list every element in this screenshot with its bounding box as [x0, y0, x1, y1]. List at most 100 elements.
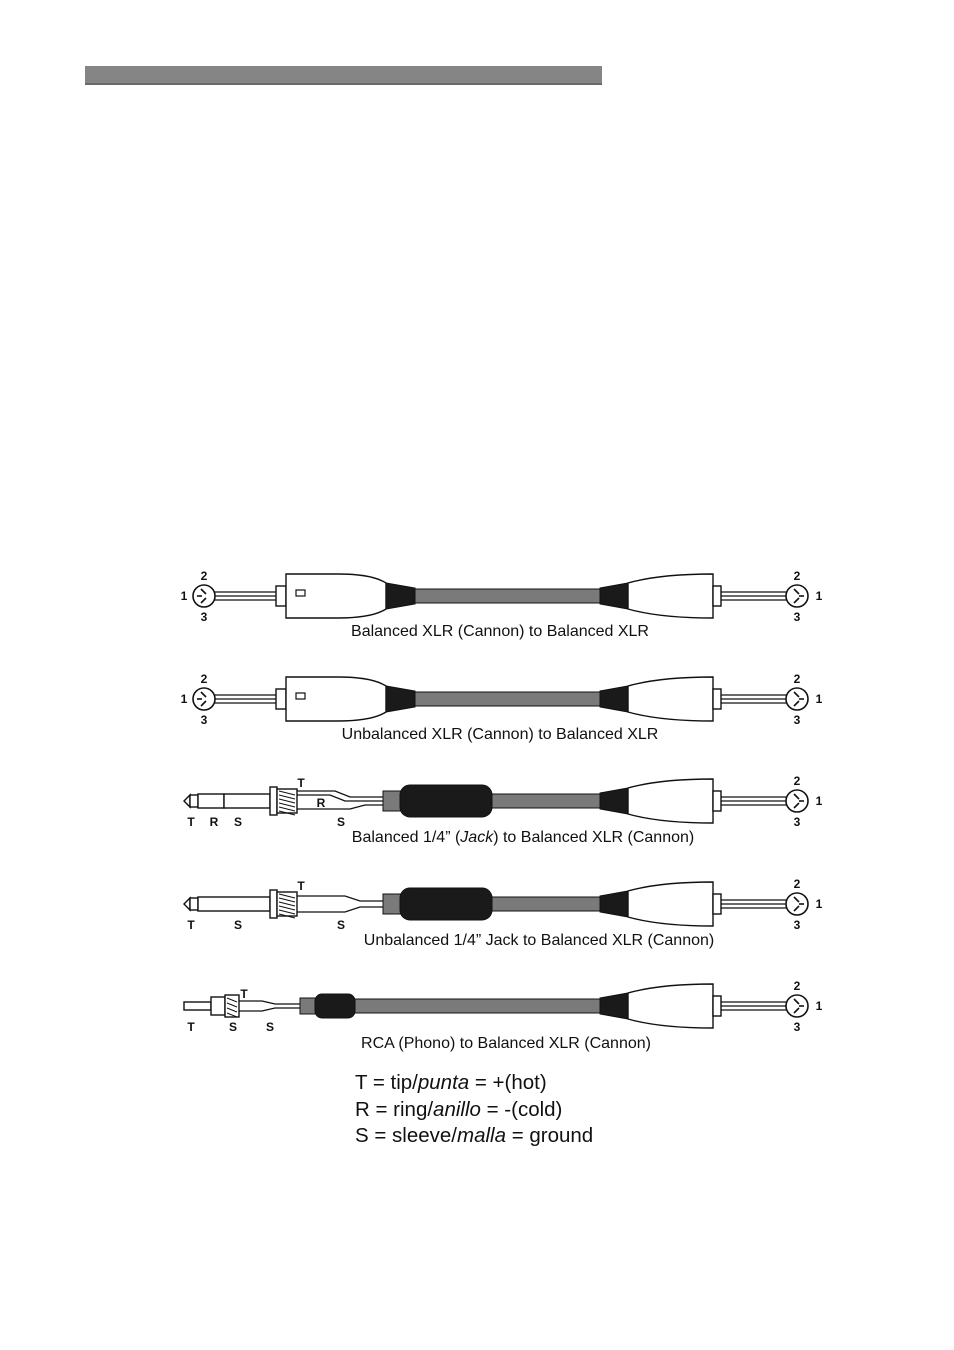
xlr-collar — [712, 893, 722, 915]
wire-tip — [297, 895, 383, 902]
xlr-pin — [793, 691, 800, 698]
xlr-collar — [712, 585, 722, 607]
cable-jacket — [352, 998, 601, 1014]
molded-boot — [314, 993, 356, 1019]
rca-thread-line — [226, 1002, 238, 1008]
xlr-face-icon — [192, 584, 216, 608]
rca-pin — [183, 1001, 212, 1011]
xlr-body — [627, 881, 714, 927]
pin-label-3: 3 — [201, 713, 208, 727]
xlr-collar — [275, 585, 287, 607]
pin-label-2: 2 — [201, 569, 208, 583]
cable-jacket — [414, 588, 601, 604]
pin-label-1: 1 — [816, 897, 823, 911]
pin-label-2: 2 — [794, 774, 801, 788]
xlr-pin — [793, 700, 800, 707]
xlr-latch — [295, 692, 306, 700]
wire-ring — [297, 794, 383, 802]
xlr-face-icon — [785, 892, 809, 916]
rca-thread-line — [226, 1012, 238, 1018]
legend-text: = +(hot) — [469, 1071, 547, 1094]
xlr-face-icon — [785, 584, 809, 608]
pin-label-1: 1 — [816, 589, 823, 603]
jack-tip — [189, 794, 199, 808]
pin-label-1: 1 — [816, 692, 823, 706]
caption-part: ) to Balanced XLR (Cannon) — [493, 829, 695, 846]
rca-shell — [210, 996, 226, 1016]
rca-thread-line — [226, 1007, 238, 1013]
pin-label-3: 3 — [794, 713, 801, 727]
pin-label-2: 2 — [794, 979, 801, 993]
jack-flange — [269, 786, 278, 816]
xlr-boot — [599, 992, 629, 1020]
cable-jacket — [382, 893, 402, 915]
xlr-body — [627, 676, 714, 722]
wire-label-tip: T — [297, 879, 305, 893]
xlr-collar — [275, 688, 287, 710]
jack-thread-line — [278, 897, 296, 903]
legend-tip: T = tip/punta = +(hot) — [355, 1070, 547, 1096]
wire-sleeve — [297, 906, 383, 913]
xlr-pin — [793, 896, 800, 903]
jack-thread-line — [278, 794, 296, 800]
jack-thread-line — [278, 905, 296, 911]
wire-label-sleeve: S — [266, 1020, 274, 1034]
jack-sleeve — [223, 793, 271, 809]
contact-label-ring: R — [210, 815, 219, 829]
xlr-face-icon — [192, 687, 216, 711]
jack-thread-line — [278, 893, 296, 899]
wire-tip — [297, 790, 383, 798]
pin-label-3: 3 — [794, 815, 801, 829]
legend-text: R = ring/ — [355, 1098, 434, 1121]
xlr-pin — [200, 588, 207, 595]
xlr-pin — [793, 802, 800, 809]
contact-label-tip: T — [187, 1020, 195, 1034]
wire-label-sleeve: S — [337, 918, 345, 932]
xlr-pin — [200, 700, 207, 707]
contact-label-tip: T — [187, 815, 195, 829]
xlr-pin — [793, 905, 800, 912]
xlr-collar — [712, 995, 722, 1017]
cable-jacket — [299, 997, 317, 1015]
cable-jacket — [491, 793, 601, 809]
xlr-pin — [793, 1007, 800, 1014]
caption-balanced-xlr: Balanced XLR (Cannon) to Balanced XLR — [351, 623, 649, 640]
xlr-body — [627, 573, 714, 619]
caption-rca: RCA (Phono) to Balanced XLR (Cannon) — [361, 1035, 651, 1052]
xlr-pin — [200, 691, 207, 698]
xlr-boot — [599, 685, 629, 713]
cable-jacket — [382, 790, 402, 812]
legend-italic: malla — [457, 1124, 506, 1147]
xlr-body — [627, 983, 714, 1029]
jack-thread-line — [278, 913, 296, 919]
jack-thread-line — [278, 798, 296, 804]
molded-boot — [399, 887, 493, 921]
wire-sleeve — [297, 804, 383, 810]
legend-sleeve: S = sleeve/malla = ground — [355, 1123, 593, 1149]
legend-text: = -(cold) — [480, 1098, 563, 1121]
xlr-boot — [599, 890, 629, 918]
contact-label-sleeve: S — [229, 1020, 237, 1034]
pin-label-3: 3 — [201, 610, 208, 624]
jack-ring — [197, 793, 225, 809]
xlr-boot — [385, 685, 416, 713]
wire-label-sleeve: S — [337, 815, 345, 829]
contact-label-sleeve: S — [234, 815, 242, 829]
legend-text: S = sleeve/ — [355, 1124, 457, 1147]
xlr-pin — [793, 597, 800, 604]
xlr-pin — [793, 998, 800, 1005]
molded-boot — [399, 784, 493, 818]
pin-label-3: 3 — [794, 918, 801, 932]
jack-sleeve — [197, 896, 271, 912]
jack-thread-line — [278, 901, 296, 907]
caption-part-italic: Jack — [460, 829, 494, 846]
contact-label-sleeve: S — [234, 918, 242, 932]
pin-label-2: 2 — [201, 672, 208, 686]
caption-part: Balanced 1/4” ( — [351, 829, 461, 846]
xlr-latch — [295, 589, 306, 597]
cable-jacket — [414, 691, 601, 707]
jack-thread-line — [278, 806, 296, 812]
pin-label-3: 3 — [794, 610, 801, 624]
wire-label-tip: T — [297, 776, 305, 790]
